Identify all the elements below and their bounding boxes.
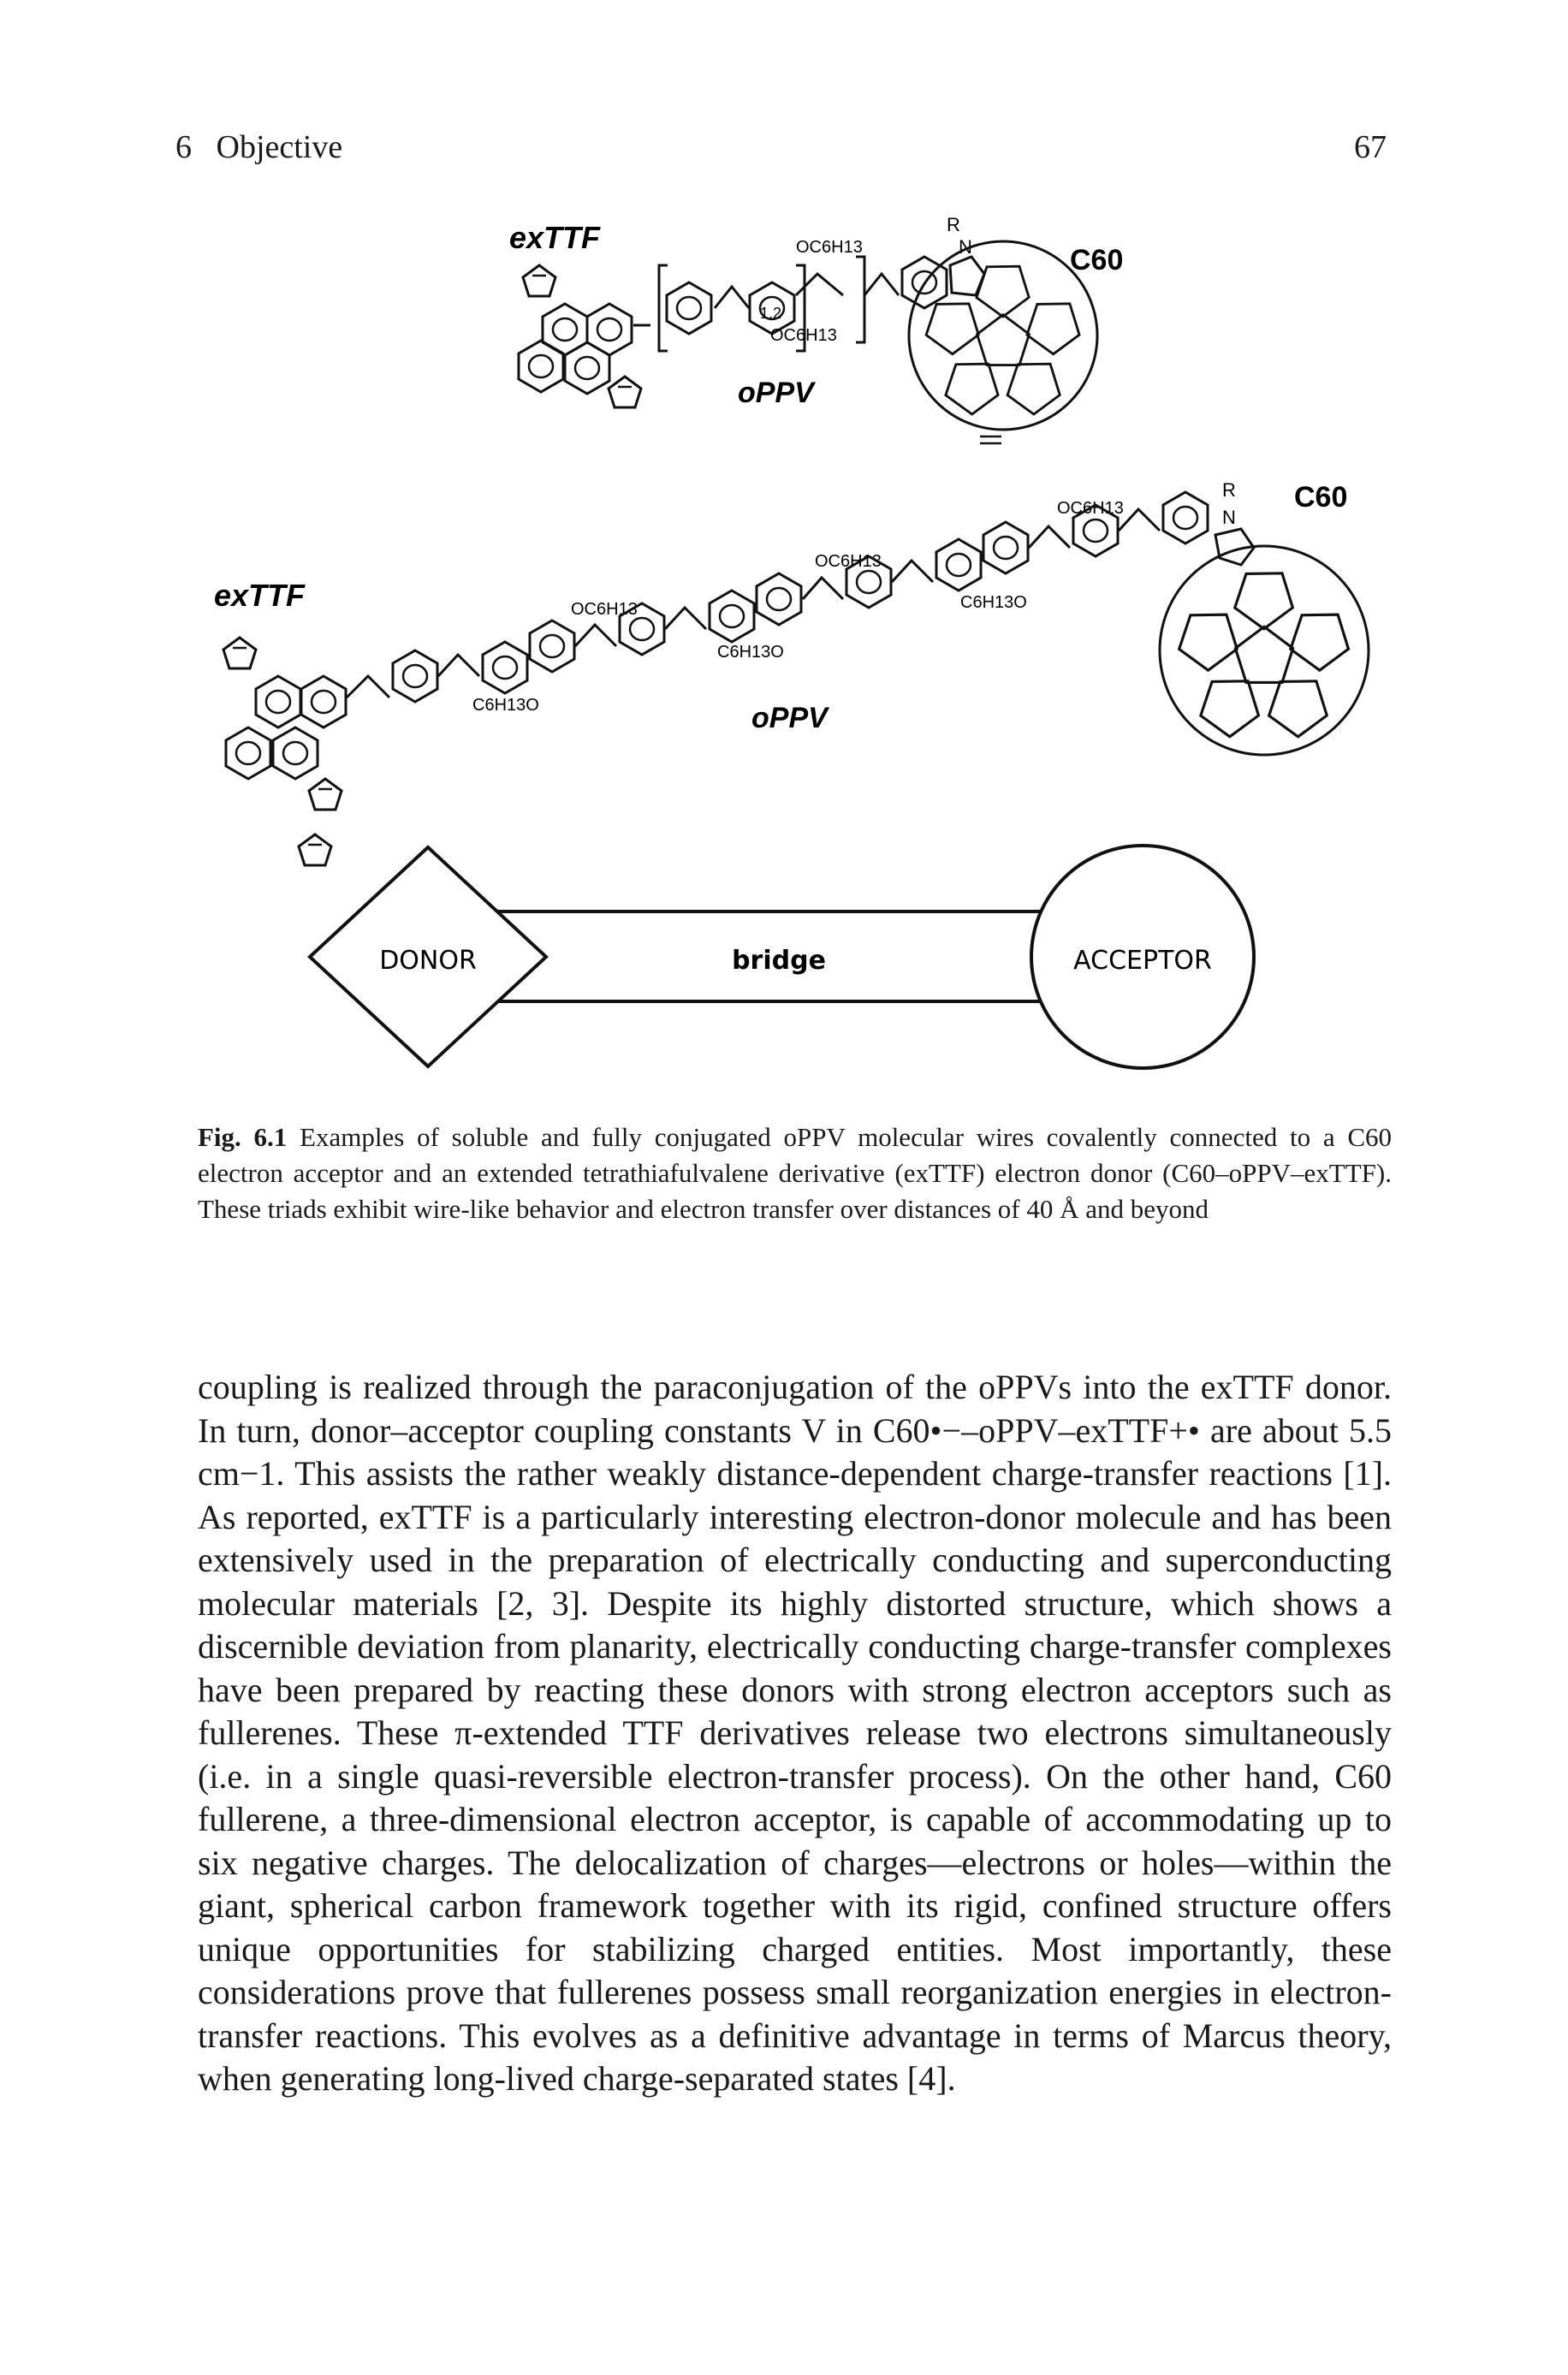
top-r-label: R	[947, 214, 960, 235]
bridge-box	[443, 910, 1097, 1003]
top-repeat-index: 1,2	[760, 305, 781, 322]
donor-diamond	[307, 845, 549, 1069]
bottom-subst6: C6H13O	[960, 593, 1027, 612]
figure-caption: Fig. 6.1 Examples of soluble and fully c…	[198, 1119, 1392, 1227]
top-acceptor-label: C60	[1070, 244, 1123, 276]
top-subst-a: OC6H13	[796, 238, 863, 257]
top-donor-label: exTTF	[509, 220, 601, 255]
page-number: 67	[1354, 129, 1387, 165]
body-paragraph: coupling is realized through the paracon…	[198, 1368, 1392, 2098]
running-head-section: 6 Objective	[175, 129, 343, 165]
bottom-subst1: OC6H13	[571, 600, 638, 619]
top-extff-core	[517, 264, 650, 409]
top-structure: exTTF 1,2 OC6H13 OC6H13	[509, 214, 1123, 445]
bottom-n-label: N	[1222, 507, 1236, 528]
caption-label: Fig. 6.1	[198, 1122, 288, 1152]
bottom-subst3: OC6H13	[815, 552, 882, 571]
acceptor-label: ACCEPTOR	[1073, 946, 1212, 976]
top-subst-b: OC6H13	[770, 326, 837, 345]
bottom-bridge-label: oPPV	[751, 702, 830, 734]
bridge-label: bridge	[732, 946, 826, 976]
bottom-donor-label: exTTF	[214, 578, 306, 613]
bottom-subst2: C6H13O	[472, 696, 539, 715]
acceptor-circle	[1030, 844, 1256, 1070]
molecular-wire-figure: exTTF 1,2 OC6H13 OC6H13	[214, 214, 1370, 1070]
bottom-r-label: R	[1222, 479, 1236, 501]
top-n-label: N	[959, 236, 972, 258]
bottom-extff-core	[222, 636, 347, 867]
donor-label: DONOR	[379, 946, 477, 976]
caption-text: Examples of soluble and fully conjugated…	[198, 1122, 1393, 1224]
body-text: coupling is realized through the paracon…	[198, 1366, 1392, 2101]
bottom-acceptor-label: C60	[1294, 481, 1347, 514]
top-bridge-label: oPPV	[738, 377, 817, 409]
dba-schematic: DONOR bridge ACCEPTOR	[307, 844, 1256, 1070]
bottom-subst4: C6H13O	[717, 643, 784, 662]
figure-6-1: exTTF 1,2 OC6H13 OC6H13	[0, 0, 1568, 1104]
bottom-structure: exTTF OC6H13 C6H13O OC6H13 C6	[214, 479, 1370, 867]
